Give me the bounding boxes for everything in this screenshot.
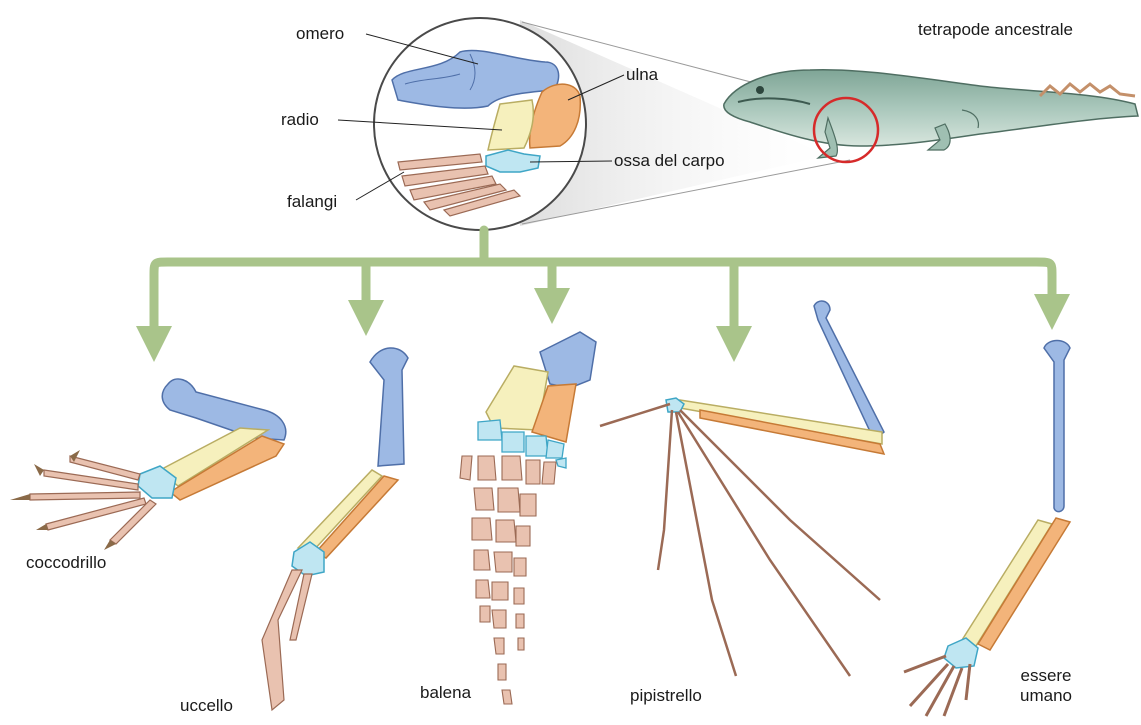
crocodile-forelimb — [10, 379, 286, 550]
label-whale: balena — [420, 683, 471, 703]
label-human-line1: essere — [1006, 666, 1086, 686]
bat-wing — [600, 301, 884, 676]
whale-flipper — [460, 332, 596, 704]
label-radius: radio — [281, 110, 319, 130]
label-human-line2: umano — [1006, 686, 1086, 706]
label-ancestral-tetrapod: tetrapode ancestrale — [918, 20, 1073, 40]
label-human: essere umano — [1006, 666, 1086, 706]
label-crocodile: coccodrillo — [26, 553, 106, 573]
label-humerus: omero — [296, 24, 344, 44]
label-bat: pipistrello — [630, 686, 702, 706]
bird-wing — [262, 348, 408, 710]
label-ulna: ulna — [626, 65, 658, 85]
label-carpals: ossa del carpo — [614, 151, 725, 171]
label-bird: uccello — [180, 696, 233, 716]
label-phalanges: falangi — [287, 192, 337, 212]
whale-phalanges — [460, 456, 556, 704]
phylogeny-arrows — [154, 230, 1052, 344]
human-arm — [904, 341, 1070, 717]
